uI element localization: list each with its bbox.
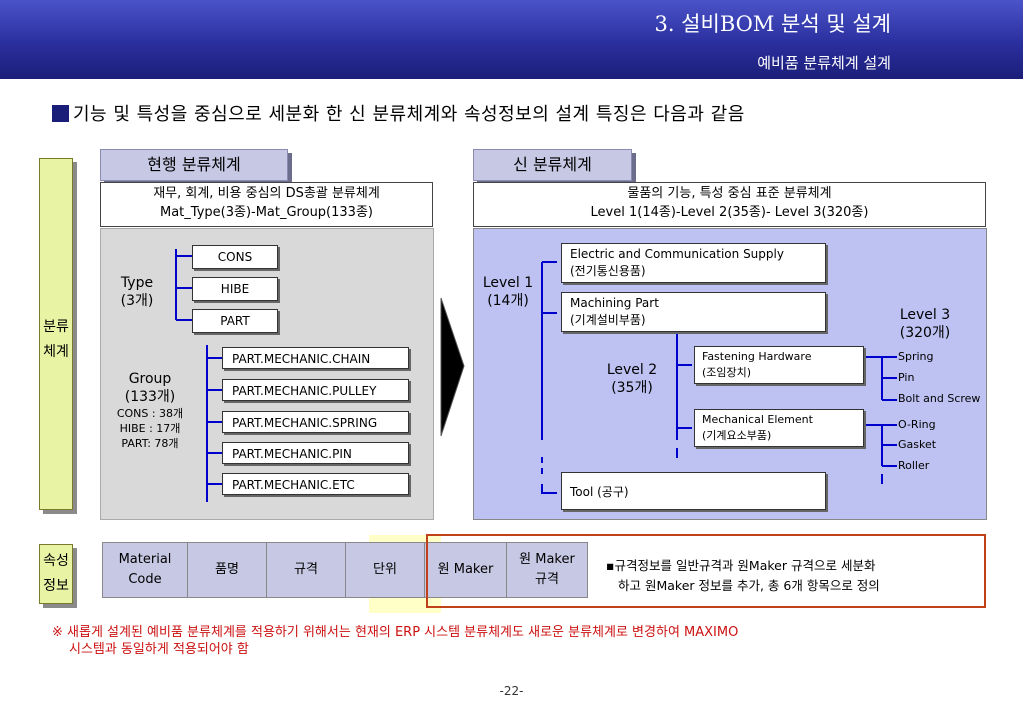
attribute-cell-name: 품명 bbox=[187, 542, 267, 598]
box-line: Machining Part bbox=[570, 296, 659, 310]
label-line: Group bbox=[128, 371, 172, 387]
tab-current-scheme: 현행 분류체계 bbox=[100, 149, 288, 181]
attribute-cell-maker-spec: 원 Maker 규격 bbox=[506, 542, 588, 598]
level1-box-tool: Tool (공구) bbox=[561, 472, 826, 510]
bullet-icon: ▪ bbox=[606, 558, 615, 573]
attribute-cell-unit: 단위 bbox=[345, 542, 425, 598]
group-box: PART.MECHANIC.PIN bbox=[222, 442, 409, 464]
attribute-highlight-frame bbox=[426, 534, 986, 608]
type-box-hibe: HIBE bbox=[192, 277, 278, 301]
footnote: ※ 새롭게 설계된 예비품 분류체계를 적용하기 위해서는 현재의 ERP 시스… bbox=[52, 624, 738, 658]
label-line: (133개) bbox=[124, 389, 176, 405]
box-line: Mechanical Element bbox=[702, 413, 813, 426]
slide-title: 3. 설비BOM 분석 및 설계 bbox=[654, 12, 891, 36]
type-connector bbox=[175, 249, 192, 321]
group-box: PART.MECHANIC.ETC bbox=[222, 473, 409, 495]
desc-line: 물품의 기능, 특성 중심 표준 분류체계 bbox=[627, 186, 832, 201]
attribute-cell-spec: 규격 bbox=[266, 542, 346, 598]
new-scheme-description: 물품의 기능, 특성 중심 표준 분류체계 Level 1(14종)-Level… bbox=[473, 182, 986, 227]
desc-line: 재무, 회계, 비용 중심의 DS총괄 분류체계 bbox=[153, 186, 380, 201]
desc-line: Mat_Type(3종)-Mat_Group(133종) bbox=[160, 205, 373, 220]
current-scheme-description: 재무, 회계, 비용 중심의 DS총괄 분류체계 Mat_Type(3종)-Ma… bbox=[100, 182, 433, 227]
label-line: Level 1 bbox=[482, 275, 534, 291]
label-line: (14개) bbox=[487, 293, 529, 309]
side-label-line: 속성 bbox=[43, 553, 69, 569]
current-scheme-panel bbox=[100, 228, 434, 520]
slide-subtitle: 예비품 분류체계 설계 bbox=[757, 54, 891, 72]
transition-arrow-icon bbox=[440, 297, 465, 437]
cell-line: Code bbox=[128, 572, 162, 587]
level3-item: Pin bbox=[898, 371, 915, 384]
cell-line: Material bbox=[118, 552, 172, 567]
level2-label: Level 2 (35개) bbox=[600, 361, 664, 397]
level1-box-electric: Electric and Communication Supply (전기통신용… bbox=[561, 243, 826, 283]
group-connector bbox=[206, 345, 222, 502]
group-count-line: HIBE : 17개 bbox=[119, 422, 181, 435]
type-box-part: PART bbox=[192, 309, 278, 333]
box-line: (전기통신용품) bbox=[570, 264, 646, 278]
label-line: Type bbox=[120, 275, 154, 291]
cell-line: 원 Maker bbox=[519, 552, 575, 567]
level3-item: Bolt and Screw bbox=[898, 392, 981, 405]
group-counts: CONS : 38개 HIBE : 17개 PART: 78개 bbox=[104, 406, 196, 451]
attribute-row: Material Code 품명 규격 단위 원 Maker 원 Maker 규… bbox=[102, 542, 588, 598]
group-box: PART.MECHANIC.CHAIN bbox=[222, 347, 409, 369]
title-bar bbox=[0, 0, 1023, 79]
type-box-cons: CONS bbox=[192, 245, 278, 269]
level2-box-fastening: Fastening Hardware (조임장치) bbox=[694, 346, 864, 384]
side-label-line: 체계 bbox=[43, 344, 69, 360]
group-box: PART.MECHANIC.PULLEY bbox=[222, 379, 409, 401]
group-count-line: CONS : 38개 bbox=[116, 407, 184, 420]
box-line: (조임장치) bbox=[702, 366, 752, 379]
group-count-line: PART: 78개 bbox=[121, 437, 179, 450]
attribute-cell-material-code: Material Code bbox=[102, 542, 188, 598]
level1-label: Level 1 (14개) bbox=[479, 274, 537, 310]
tab-new-scheme: 신 분류체계 bbox=[473, 149, 632, 181]
side-label-line: 정보 bbox=[43, 578, 69, 594]
attribute-note: ▪규격정보를 일반규격과 원Maker 규격으로 세분화 하고 원Maker 정… bbox=[606, 556, 978, 596]
level3-item: Gasket bbox=[898, 438, 937, 451]
footnote-line1: ※ 새롭게 설계된 예비품 분류체계를 적용하기 위해서는 현재의 ERP 시스… bbox=[52, 625, 739, 640]
page-number: -22- bbox=[499, 684, 524, 698]
footnote-line2: 시스템과 동일하게 적용되어야 함 bbox=[69, 642, 249, 657]
label-line: (35개) bbox=[611, 380, 653, 396]
lead-text: 기능 및 특성을 중심으로 세분화 한 신 분류체계와 속성정보의 설계 특징은… bbox=[73, 104, 745, 125]
level3-item: O-Ring bbox=[898, 418, 936, 431]
side-label-classification-text: 분류 체계 bbox=[40, 315, 72, 365]
attribute-table: Material Code 품명 규격 단위 원 Maker 원 Maker 규… bbox=[102, 542, 588, 598]
group-box: PART.MECHANIC.SPRING bbox=[222, 411, 409, 433]
lead-sentence: 기능 및 특성을 중심으로 세분화 한 신 분류체계와 속성정보의 설계 특징은… bbox=[52, 100, 745, 126]
box-line: (기계설비부품) bbox=[570, 313, 646, 327]
label-line: (320개) bbox=[899, 325, 951, 341]
square-bullet-icon bbox=[52, 105, 69, 122]
label-line: Level 2 bbox=[606, 362, 658, 378]
box-line: Electric and Communication Supply bbox=[570, 247, 784, 261]
box-line: (기계요소부품) bbox=[702, 429, 772, 442]
desc-line: Level 1(14종)-Level 2(35종)- Level 3(320종) bbox=[590, 205, 869, 220]
level3-item: Roller bbox=[898, 459, 930, 472]
side-label-attribute: 속성 정보 bbox=[39, 544, 73, 604]
bullet-text: 규격정보를 일반규격과 원Maker 규격으로 세분화 bbox=[614, 558, 876, 573]
group-label: Group (133개) bbox=[104, 370, 196, 406]
type-label: Type (3개) bbox=[108, 274, 166, 310]
attribute-note-line2: 하고 원Maker 정보를 추가, 총 6개 항목으로 정의 bbox=[618, 578, 880, 593]
level2-box-mechanical: Mechanical Element (기계요소부품) bbox=[694, 409, 864, 447]
level1-box-machining: Machining Part (기계설비부품) bbox=[561, 292, 826, 332]
label-line: (3개) bbox=[120, 293, 154, 309]
level3-item: Spring bbox=[898, 350, 934, 363]
attribute-note-line1: ▪규격정보를 일반규격과 원Maker 규격으로 세분화 bbox=[606, 556, 978, 576]
level3-label: Level 3 (320개) bbox=[892, 306, 958, 342]
side-label-line: 분류 bbox=[43, 319, 69, 335]
attribute-cell-maker: 원 Maker bbox=[424, 542, 507, 598]
label-line: Level 3 bbox=[899, 307, 951, 323]
box-line: Fastening Hardware bbox=[702, 350, 812, 363]
cell-line: 규격 bbox=[535, 572, 559, 587]
side-label-classification: 분류 체계 bbox=[39, 158, 73, 510]
